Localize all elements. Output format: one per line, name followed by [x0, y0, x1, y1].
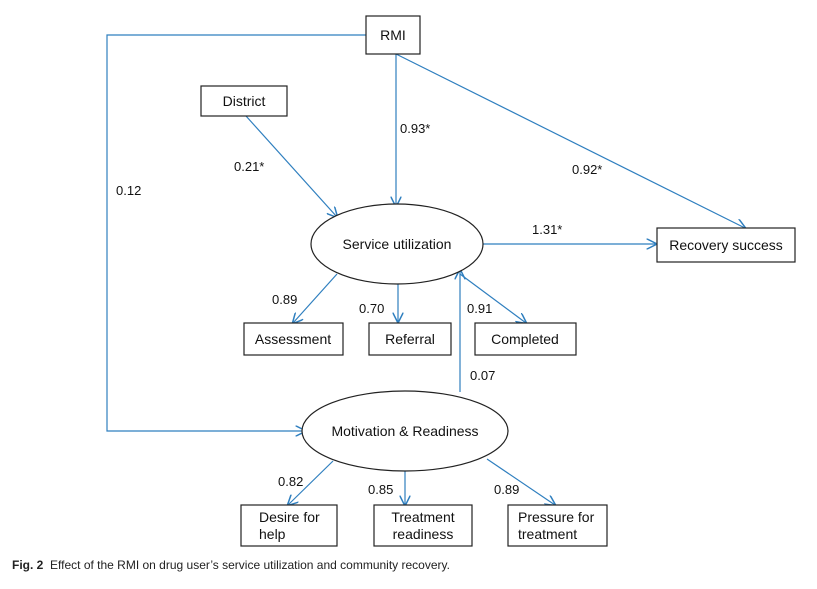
node-assessment: Assessment — [243, 322, 344, 356]
edge-motivation-desire — [288, 460, 334, 505]
coefficients: 0.93* 0.92* 0.12 0.21* 1.31* 0.89 0.70 0… — [116, 121, 602, 497]
node-desire-for-help: Desire for help — [240, 504, 338, 547]
edge-motivation-pressure — [486, 458, 555, 505]
node-treatment-readiness: Treatment readiness — [373, 504, 473, 547]
edges — [106, 34, 745, 505]
coef-service-recovery: 1.31* — [532, 222, 562, 237]
coef-service-referral: 0.70 — [359, 301, 384, 316]
node-rmi-label: RMI — [380, 27, 406, 43]
figure-caption-label: Fig. 2 — [12, 558, 44, 572]
node-service-utilization: Service utilization — [310, 203, 484, 285]
node-desire-for-help-line1: Desire for — [259, 509, 320, 525]
coef-district-service: 0.21* — [234, 159, 264, 174]
figure-caption: Fig. 2 Effect of the RMI on drug user’s … — [12, 558, 450, 572]
node-motivation-readiness-label: Motivation & Readiness — [331, 423, 478, 439]
edge-district-service — [245, 115, 337, 217]
coef-service-completed: 0.91 — [467, 301, 492, 316]
edge-rmi-motivation — [106, 34, 366, 431]
node-service-utilization-label: Service utilization — [343, 236, 452, 252]
path-diagram: RMI District Service utilization Recover… — [106, 15, 796, 547]
node-motivation-readiness: Motivation & Readiness — [301, 390, 509, 472]
edge-service-assessment — [293, 273, 338, 323]
node-district-label: District — [223, 93, 266, 109]
node-recovery-success-label: Recovery success — [669, 237, 783, 253]
node-pressure-for-treatment: Pressure for treatment — [507, 504, 608, 547]
node-district: District — [200, 85, 288, 117]
node-treatment-readiness-line2: readiness — [393, 526, 454, 542]
coef-rmi-service: 0.93* — [400, 121, 430, 136]
coef-service-assessment: 0.89 — [272, 292, 297, 307]
coef-motivation-pressure: 0.89 — [494, 482, 519, 497]
edge-service-completed — [459, 273, 526, 323]
coef-motivation-service: 0.07 — [470, 368, 495, 383]
node-rmi: RMI — [365, 15, 421, 55]
node-completed-label: Completed — [491, 331, 559, 347]
node-assessment-label: Assessment — [255, 331, 331, 347]
edge-rmi-recovery — [395, 53, 745, 228]
node-recovery-success: Recovery success — [656, 227, 796, 263]
coef-motivation-desire: 0.82 — [278, 474, 303, 489]
node-desire-for-help-line2: help — [259, 526, 286, 542]
node-pressure-for-treatment-line1: Pressure for — [518, 509, 595, 525]
node-treatment-readiness-line1: Treatment — [391, 509, 454, 525]
coef-rmi-motivation: 0.12 — [116, 183, 141, 198]
figure-caption-text: Effect of the RMI on drug user’s service… — [50, 558, 450, 572]
node-referral: Referral — [368, 322, 452, 356]
node-pressure-for-treatment-line2: treatment — [518, 526, 577, 542]
node-referral-label: Referral — [385, 331, 435, 347]
coef-rmi-recovery: 0.92* — [572, 162, 602, 177]
node-completed: Completed — [474, 322, 577, 356]
coef-motivation-treatment: 0.85 — [368, 482, 393, 497]
